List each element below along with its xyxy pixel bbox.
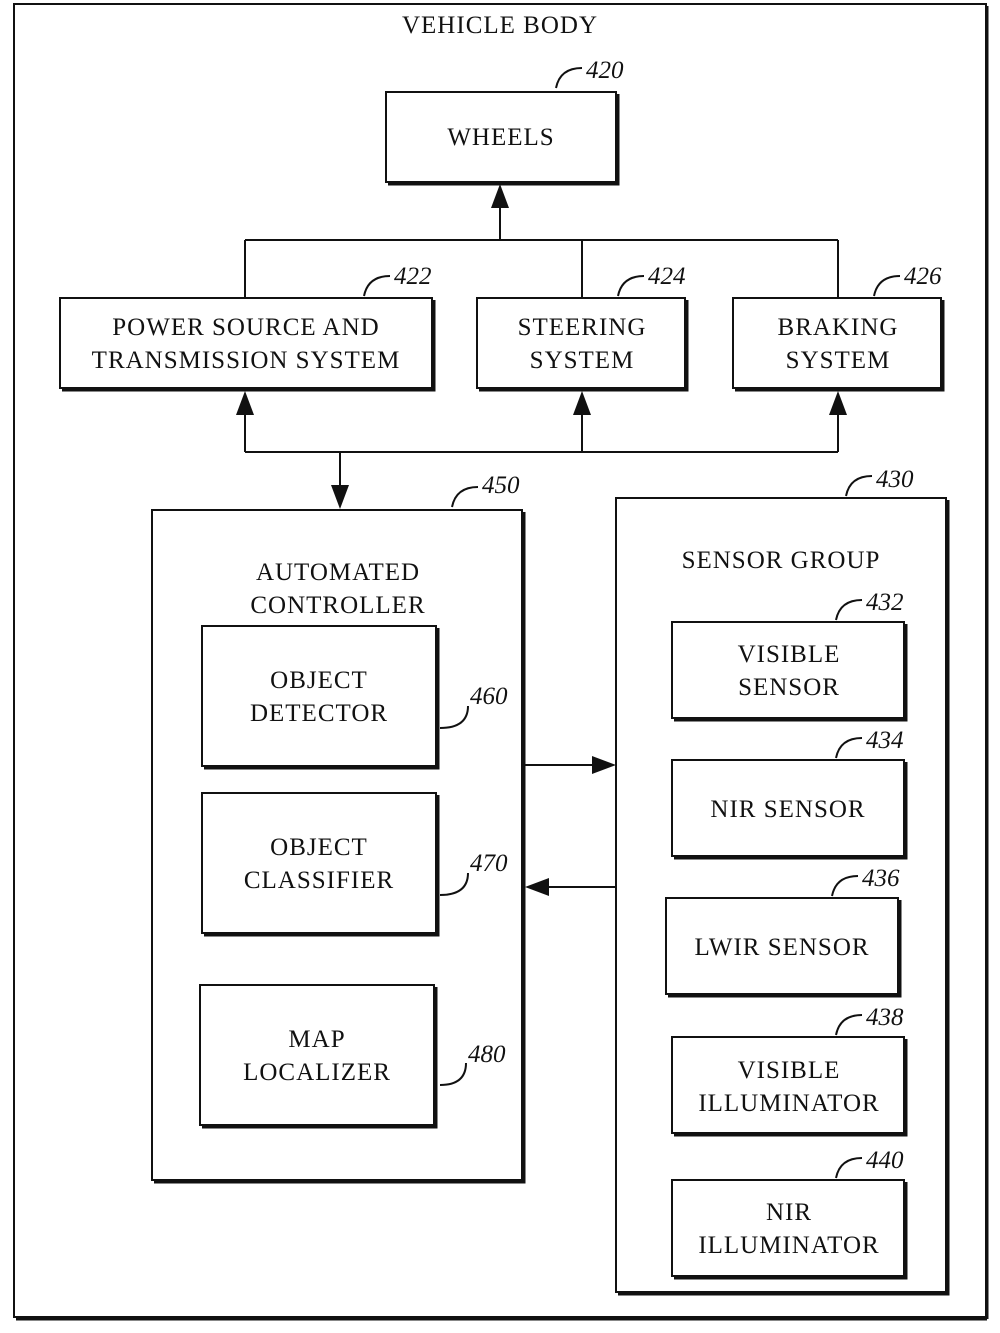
nir-illuminator-ref-leader [835,1157,863,1179]
object-detector-label-line1: OBJECT [270,667,368,694]
sensor-group-ref: 430 [876,466,914,493]
visible-sensor-label-line2: SENSOR [738,674,840,701]
braking-block: BRAKING SYSTEM [732,297,945,392]
object-classifier-block: OBJECT CLASSIFIER [201,792,440,937]
braking-ref: 426 [904,263,942,290]
steering-arrowhead [573,391,591,415]
map-localizer-ref: 480 [468,1041,506,1068]
visible-sensor-label-line1: VISIBLE [738,641,841,668]
object-detector-ref-leader [439,705,469,729]
visible-sensor-ref: 432 [866,589,904,616]
nir-illuminator-label-line1: NIR [766,1199,812,1226]
steering-ref-leader [617,275,645,297]
nir-sensor-ref: 434 [866,727,904,754]
visible-illuminator-ref-leader [835,1014,863,1036]
lwir-sensor-label: LWIR SENSOR [694,934,869,961]
visible-illuminator-block: VISIBLE ILLUMINATOR [671,1036,908,1137]
controller-arrowhead [331,485,349,509]
power-ref-leader [363,275,391,297]
visible-illuminator-label-line1: VISIBLE [738,1057,841,1084]
wheels-ref: 420 [586,57,624,84]
nir-illuminator-ref: 440 [866,1147,904,1174]
lwir-sensor-block: LWIR SENSOR [665,897,902,998]
power-ref: 422 [394,263,432,290]
braking-ref-leader [873,275,901,297]
sensor-group-ref-leader [845,475,873,497]
wheels-label: WHEELS [447,124,554,151]
controller-label-line1: AUTOMATED [256,559,420,586]
braking-label-line2: SYSTEM [786,347,891,374]
wheels-block: WHEELS [385,91,620,186]
nir-illuminator-block: NIR ILLUMINATOR [671,1179,908,1280]
object-classifier-ref: 470 [470,850,508,877]
object-classifier-ref-leader [439,872,469,896]
nir-sensor-block: NIR SENSOR [671,759,908,860]
controller-ref-leader [451,486,479,508]
object-detector-block: OBJECT DETECTOR [201,625,440,770]
controller-to-sensor-arrowhead [592,756,616,774]
map-localizer-label-line1: MAP [288,1026,345,1053]
sensor-to-controller-arrowhead [525,878,549,896]
braking-arrowhead [829,391,847,415]
nir-illuminator-label-line2: ILLUMINATOR [698,1232,879,1259]
map-localizer-ref-leader [439,1062,467,1086]
object-classifier-label-line2: CLASSIFIER [244,867,394,894]
steering-label-line2: SYSTEM [530,347,635,374]
steering-block: STEERING SYSTEM [476,297,689,392]
wheels-arrowhead [491,184,509,208]
visible-illuminator-ref: 438 [866,1004,904,1031]
visible-sensor-ref-leader [835,599,863,621]
power-source-block: POWER SOURCE AND TRANSMISSION SYSTEM [59,297,436,392]
object-classifier-label-line1: OBJECT [270,834,368,861]
power-arrowhead [236,391,254,415]
sensor-group-block: SENSOR GROUP [615,497,950,1296]
visible-illuminator-label-line2: ILLUMINATOR [698,1090,879,1117]
steering-ref: 424 [648,263,686,290]
power-source-label-line2: TRANSMISSION SYSTEM [92,347,401,374]
vehicle-body-label: VEHICLE BODY [402,12,598,39]
sensor-group-label: SENSOR GROUP [682,547,881,574]
object-detector-ref: 460 [470,683,508,710]
wheels-ref-leader [555,67,583,89]
object-detector-label-line2: DETECTOR [250,700,388,727]
lwir-sensor-ref-leader [831,875,859,897]
visible-sensor-block: VISIBLE SENSOR [671,621,908,722]
controller-ref: 450 [482,472,520,499]
steering-label-line1: STEERING [518,314,647,341]
controller-label-line2: CONTROLLER [250,592,425,619]
nir-sensor-label: NIR SENSOR [710,796,865,823]
map-localizer-label-line2: LOCALIZER [243,1059,391,1086]
braking-label-line1: BRAKING [778,314,899,341]
lwir-sensor-ref: 436 [862,865,900,892]
nir-sensor-ref-leader [835,737,863,759]
map-localizer-block: MAP LOCALIZER [199,984,438,1129]
power-source-label-line1: POWER SOURCE AND [112,314,379,341]
